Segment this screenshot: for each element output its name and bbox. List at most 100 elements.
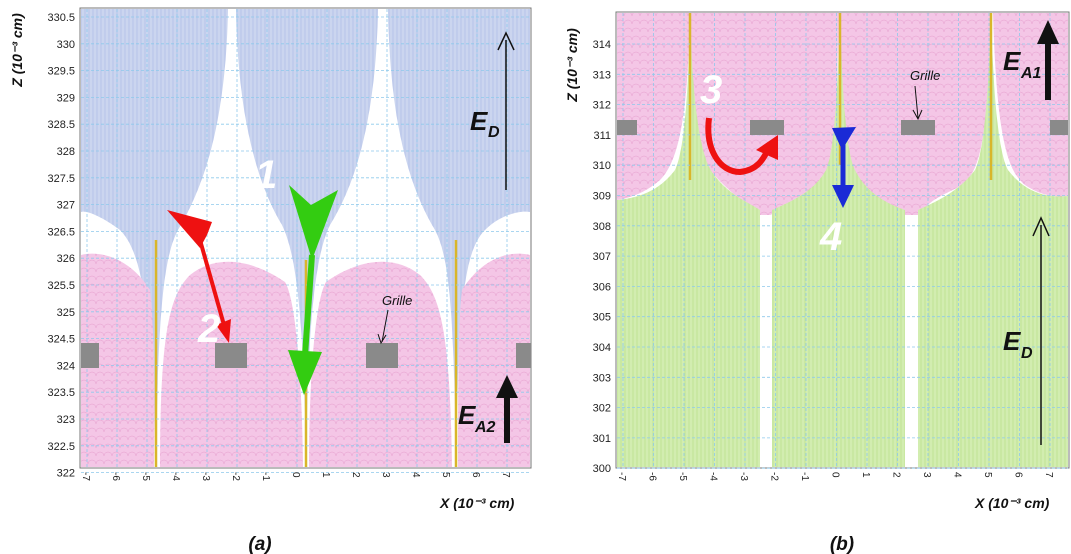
green-arrow-tip-a <box>288 350 322 395</box>
x-tick-label: 4 <box>410 472 421 478</box>
y-tick-label: 313 <box>593 69 611 81</box>
x-tick-label: -4 <box>170 472 181 481</box>
y-tick-labels-b: 3143133123113103093083073063053043033023… <box>593 39 611 475</box>
caption-b: (b) <box>830 534 854 554</box>
grille-pointer-b <box>914 85 919 119</box>
amp-field-arrowhead-a <box>496 375 518 398</box>
blue-arrow-tip-b <box>832 185 854 208</box>
x-tick-label: -1 <box>799 472 810 481</box>
y-axis-label-b: Z (10⁻³ cm) <box>564 28 580 103</box>
drift-field-label-a: E <box>470 106 488 136</box>
x-tick-label: 6 <box>1013 472 1024 478</box>
x-tick-label: 2 <box>350 472 361 478</box>
x-tick-label: 1 <box>860 472 871 478</box>
y-tick-label: 325 <box>57 307 75 319</box>
y-tick-label: 309 <box>593 191 611 203</box>
y-tick-label: 322.5 <box>47 441 75 453</box>
amplification-region-a-4 <box>458 253 530 467</box>
grille-pointer-tip-a <box>377 333 387 345</box>
y-tick-label: 328.5 <box>47 119 75 131</box>
x-axis-label-a: X (10⁻³ cm) <box>439 495 515 511</box>
x-tick-label: -5 <box>677 472 688 481</box>
y-tick-label: 326.5 <box>47 226 75 238</box>
x-tick-label: 3 <box>380 472 391 478</box>
y-tick-label: 307 <box>593 251 611 263</box>
x-tick-label: -3 <box>738 472 749 481</box>
x-tick-label: -2 <box>230 472 241 481</box>
y-tick-label: 301 <box>593 433 611 445</box>
x-axis-label-b: X (10⁻³ cm) <box>974 495 1050 511</box>
drift-region-b-right <box>918 13 1068 467</box>
x-tick-label: 6 <box>470 472 481 478</box>
panel-a: 330.5330329.5329328.5328327.5327326.5326… <box>9 7 532 554</box>
y-axis-label-a: Z (10⁻³ cm) <box>9 13 25 88</box>
x-tick-label: 7 <box>500 472 511 478</box>
y-tick-labels-a: 330.5330329.5329328.5328327.5327326.5326… <box>47 12 75 480</box>
drift-field-sub-a: D <box>488 124 500 141</box>
y-tick-label: 323 <box>57 414 75 426</box>
y-tick-label: 326 <box>57 253 75 265</box>
y-tick-label: 329.5 <box>47 66 75 78</box>
y-tick-label: 328 <box>57 146 75 158</box>
x-tick-label: 4 <box>952 472 963 478</box>
y-tick-label: 322 <box>57 468 75 480</box>
grid-a <box>81 9 530 474</box>
y-tick-label: 327 <box>57 200 75 212</box>
y-tick-label: 305 <box>593 312 611 324</box>
x-tick-label: 3 <box>921 472 932 478</box>
drift-field-arrowhead-a <box>497 31 515 51</box>
y-tick-label: 327.5 <box>47 173 75 185</box>
x-tick-label: 5 <box>440 472 451 478</box>
x-tick-label: -1 <box>260 472 271 481</box>
x-tick-label: 1 <box>320 472 331 478</box>
amp-field-label-a: E <box>458 400 476 430</box>
grille-bar-a-1 <box>81 343 99 368</box>
grille-bar-b-4 <box>1050 120 1068 135</box>
x-tick-label: -4 <box>708 472 719 481</box>
y-tick-label: 323.5 <box>47 387 75 399</box>
y-tick-label: 329 <box>57 92 75 104</box>
red-arrow-tip-a <box>216 319 231 343</box>
amp-field-arrowhead-b <box>1037 20 1059 44</box>
grille-bar-a-4 <box>516 343 531 368</box>
amplification-region-a-1 <box>81 253 155 467</box>
x-tick-label: -6 <box>647 472 658 481</box>
x-tick-label: 2 <box>891 472 902 478</box>
green-arrow-head-a <box>289 185 338 260</box>
x-tick-label: 5 <box>982 472 993 478</box>
y-tick-label: 324 <box>57 360 75 372</box>
x-tick-label: -2 <box>769 472 780 481</box>
drift-field-sub-b: D <box>1021 345 1033 362</box>
red-arrow-shaft-a <box>198 239 226 326</box>
x-tick-label: -5 <box>140 472 151 481</box>
red-curved-arrowhead-b <box>756 135 778 160</box>
drift-region-a-left <box>81 9 228 467</box>
drift-region-a-right <box>388 9 530 467</box>
grille-label-a: Grille <box>382 293 412 308</box>
process-number-3: 3 <box>700 68 722 112</box>
x-tick-label: 7 <box>1043 472 1054 478</box>
y-tick-label: 303 <box>593 372 611 384</box>
amp-field-sub-b: A1 <box>1020 65 1042 82</box>
drift-field-arrowhead-b <box>1032 216 1050 237</box>
grille-bar-b-1 <box>617 120 637 135</box>
plot-area-b <box>615 11 1070 469</box>
y-tick-label: 310 <box>593 160 611 172</box>
y-tick-label: 311 <box>593 130 611 142</box>
process-number-4: 4 <box>819 215 842 259</box>
blue-arrow-head-b <box>832 127 856 150</box>
y-tick-label: 304 <box>593 342 611 354</box>
panel-b: 3143133123113103093083073063053043033023… <box>564 11 1070 554</box>
red-arrow-head-a <box>167 210 212 248</box>
y-tick-label: 300 <box>593 463 611 475</box>
grille-bar-b-3 <box>901 120 935 135</box>
y-tick-label: 306 <box>593 281 611 293</box>
x-tick-label: 0 <box>830 472 841 478</box>
grille-bar-a-2 <box>215 343 247 368</box>
y-tick-label: 314 <box>593 39 611 51</box>
amp-field-sub-a: A2 <box>474 419 496 436</box>
y-tick-label: 330 <box>57 39 75 51</box>
